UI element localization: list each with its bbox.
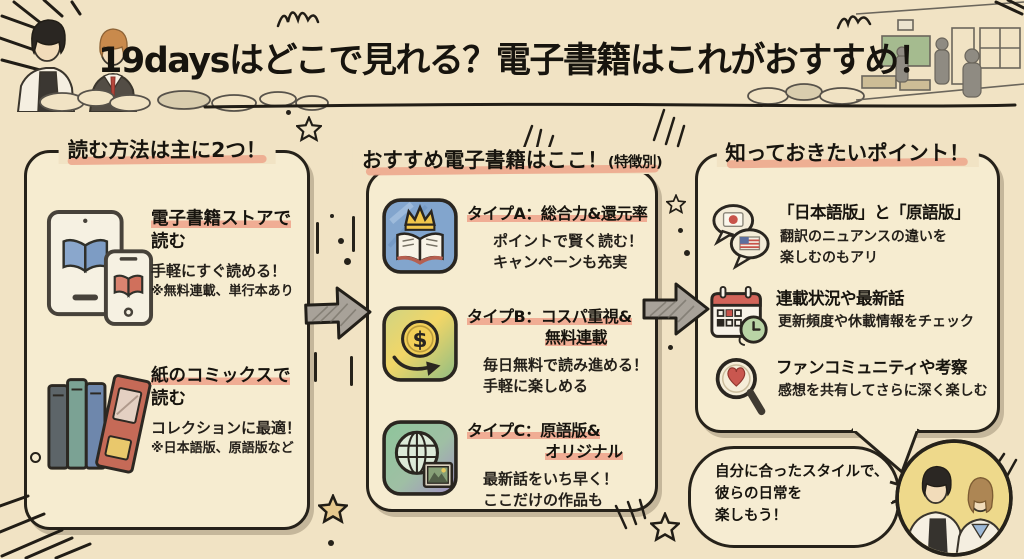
sparkle-lines-right <box>652 108 686 148</box>
magnifier-heart-icon <box>715 358 766 416</box>
type-title: タイプC：原語版& <box>467 421 601 440</box>
dot-decor <box>30 452 41 463</box>
right-panel: 知っておきたいポイント！ 「日本語版」と「原語版」 翻訳のニュアンスの違いを 楽… <box>695 140 1000 433</box>
item-sub: コレクションに最適！ <box>151 418 302 437</box>
dot-decor <box>286 110 291 115</box>
type-sub: キャンペーンも充実 <box>493 252 628 271</box>
type-title-line2: 無料連載 <box>545 327 608 347</box>
squiggle-doodle-left <box>276 11 320 28</box>
item-sub: 手軽にすぐ読める！ <box>151 261 287 280</box>
cloud-doodles-right <box>747 83 865 105</box>
dot-decor <box>330 214 334 218</box>
translation-bubbles-icon <box>712 204 770 270</box>
dot-decor <box>328 540 334 546</box>
item-title-line2: 読む <box>151 231 186 252</box>
point-sub: 楽しむのもアリ <box>780 249 878 266</box>
type-sub: ポイントで賢く読む！ <box>493 231 644 250</box>
item-title: 電子書籍ストアで <box>151 209 291 229</box>
star-outline-icon <box>650 512 680 542</box>
speech-bubble-text: 自分に合ったスタイルで、 彼らの日常を 楽しもう！ <box>715 464 889 524</box>
dot-decor <box>668 345 673 350</box>
ebook-devices-icon <box>46 210 154 326</box>
speed-lines-bottom-left <box>0 494 92 559</box>
dot-decor <box>338 238 344 244</box>
right-item-2: 連載状況や最新話 更新頻度や休載情報をチェック <box>776 288 996 333</box>
item-title-line2: 読む <box>151 388 186 409</box>
type-sub: 手軽に楽しめる <box>483 376 589 395</box>
duo-characters-avatar <box>895 439 1013 557</box>
type-title-line2: オリジナル <box>545 441 623 461</box>
page-title: 19daysはどこで見れる？電子書籍はこれがおすすめ！ <box>98 41 933 81</box>
point-sub: 感想を共有してさらに深く楽しむ <box>778 383 988 400</box>
arrow-right-icon <box>642 282 710 336</box>
middle-item-a: タイプA：総合力&還元率 ポイントで賢く読む！ キャンペーンも充実 <box>467 204 657 273</box>
calendar-clock-icon <box>710 285 768 347</box>
speech-bubble: 自分に合ったスタイルで、 彼らの日常を 楽しもう！ <box>688 446 900 548</box>
header-note: (特徴別) <box>607 155 663 171</box>
sparkle-lines-bottom <box>614 498 647 530</box>
dash-decor <box>655 224 658 252</box>
middle-panel: おすすめ電子書籍はここ！(特徴別) タイプA：総合力&還元率 ポイントで賢く読む… <box>352 147 672 512</box>
left-panel-header: 読む方法は主に2つ！ <box>58 137 276 165</box>
type-sub: 毎日無料で読み進める！ <box>483 355 649 374</box>
item-note: ※日本語版、原語版など <box>151 440 294 456</box>
item-note: ※無料連載、単行本あり <box>151 283 294 299</box>
dot-decor <box>678 228 683 233</box>
item-title: 紙のコミックスで <box>151 366 291 386</box>
dot-decor <box>684 250 690 256</box>
left-item-2: 紙のコミックスで 読む コレクションに最適！ ※日本語版、原語版など <box>151 365 307 457</box>
crown-book-app-icon <box>382 198 458 274</box>
dash-decor <box>655 352 658 378</box>
arrow-right-icon <box>304 286 372 340</box>
dash-decor <box>314 352 317 382</box>
middle-item-b: タイプB：コスパ重視& 無料連載 毎日無料で読み進める！ 手軽に楽しめる <box>467 307 657 397</box>
point-sub: 更新頻度や休載情報をチェック <box>778 314 974 331</box>
paper-comics-icon <box>47 374 152 474</box>
dash-decor <box>352 216 355 252</box>
point-title: 「日本語版」と「原語版」 <box>778 203 971 222</box>
cloud-doodles-left <box>39 89 329 112</box>
left-item-1: 電子書籍ストアで 読む 手軽にすぐ読める！ ※無料連載、単行本あり <box>151 208 307 300</box>
globe-app-icon <box>382 420 458 496</box>
right-panel-header: 知っておきたいポイント！ <box>716 140 979 168</box>
dash-decor <box>316 222 319 254</box>
squiggle-doodle-right <box>836 15 872 30</box>
dot-decor <box>344 258 351 265</box>
right-item-1: 「日本語版」と「原語版」 翻訳のニュアンスの違いを 楽しむのもアリ <box>778 202 993 268</box>
star-outline-icon <box>296 116 322 142</box>
type-sub: ここだけの作品も <box>483 490 604 509</box>
dash-decor <box>350 356 353 386</box>
point-title: 連載状況や最新話 <box>776 289 905 308</box>
classroom-sketch <box>856 0 1024 101</box>
type-title: タイプB：コスパ重視& <box>467 307 632 326</box>
point-title: ファンコミュニティや考察 <box>776 358 968 377</box>
point-sub: 翻訳のニュアンスの違いを <box>780 229 947 246</box>
middle-item-c: タイプC：原語版& オリジナル 最新話をいち早く！ ここだけの作品も <box>467 421 657 511</box>
right-panel-tail <box>851 428 920 474</box>
svg-text:$: $ <box>413 328 428 353</box>
header-divider <box>203 102 1017 109</box>
star-outline-icon <box>666 194 686 214</box>
type-title: タイプA：総合力&還元率 <box>467 204 648 223</box>
right-item-3: ファンコミュニティや考察 感想を共有してさらに深く楽しむ <box>776 357 996 402</box>
middle-panel-header: おすすめ電子書籍はここ！(特徴別) <box>352 147 672 176</box>
star-filled-icon <box>318 494 348 524</box>
type-sub: 最新話をいち早く！ <box>483 469 619 488</box>
left-panel: 読む方法は主に2つ！ 電子書籍ストアで 読む 手軽にすぐ読める！ ※無料連載、単… <box>24 137 310 530</box>
dollar-coin-app-icon: $ <box>382 306 458 382</box>
